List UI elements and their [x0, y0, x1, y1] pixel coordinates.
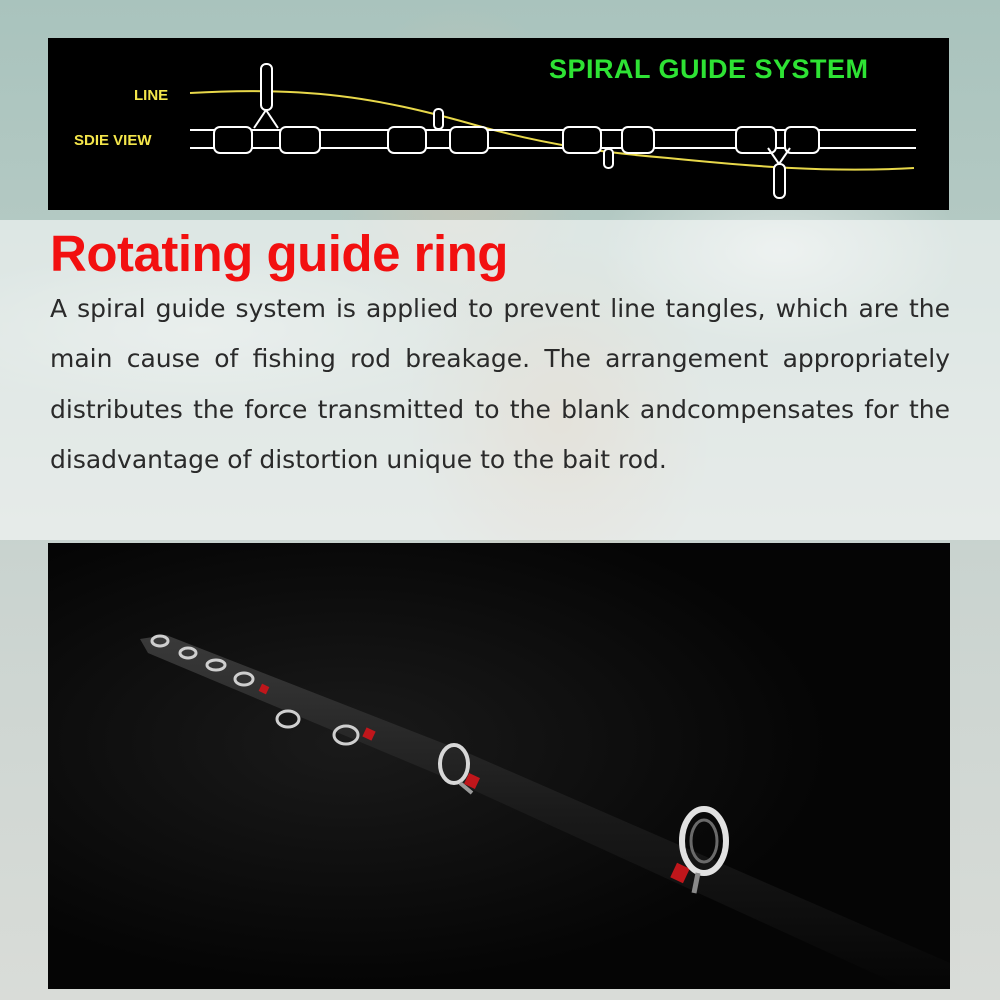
rod-segments — [213, 126, 820, 154]
large-guide — [679, 806, 729, 894]
tip-guides — [150, 634, 360, 746]
rod-illustration — [140, 634, 950, 989]
rod-guide-photo — [48, 543, 950, 989]
guide-top — [253, 63, 279, 129]
side-view-label: SDIE VIEW — [74, 132, 152, 149]
diagram-drawing — [189, 63, 916, 199]
guide-tilt — [433, 108, 444, 130]
text-backdrop — [0, 220, 1000, 540]
mid-guide — [438, 743, 474, 795]
guide-side — [603, 148, 614, 169]
spiral-guide-diagram: SPIRAL GUIDE SYSTEM LINE SDIE VIEW — [48, 38, 949, 210]
feature-description: A spiral guide system is applied to prev… — [50, 294, 950, 474]
diagram-title: SPIRAL GUIDE SYSTEM — [549, 54, 869, 84]
feature-heading: Rotating guide ring — [50, 225, 508, 282]
guide-bottom — [767, 147, 791, 199]
rod-blank — [140, 635, 950, 989]
thread-wraps — [258, 683, 690, 884]
line-label: LINE — [134, 87, 169, 104]
